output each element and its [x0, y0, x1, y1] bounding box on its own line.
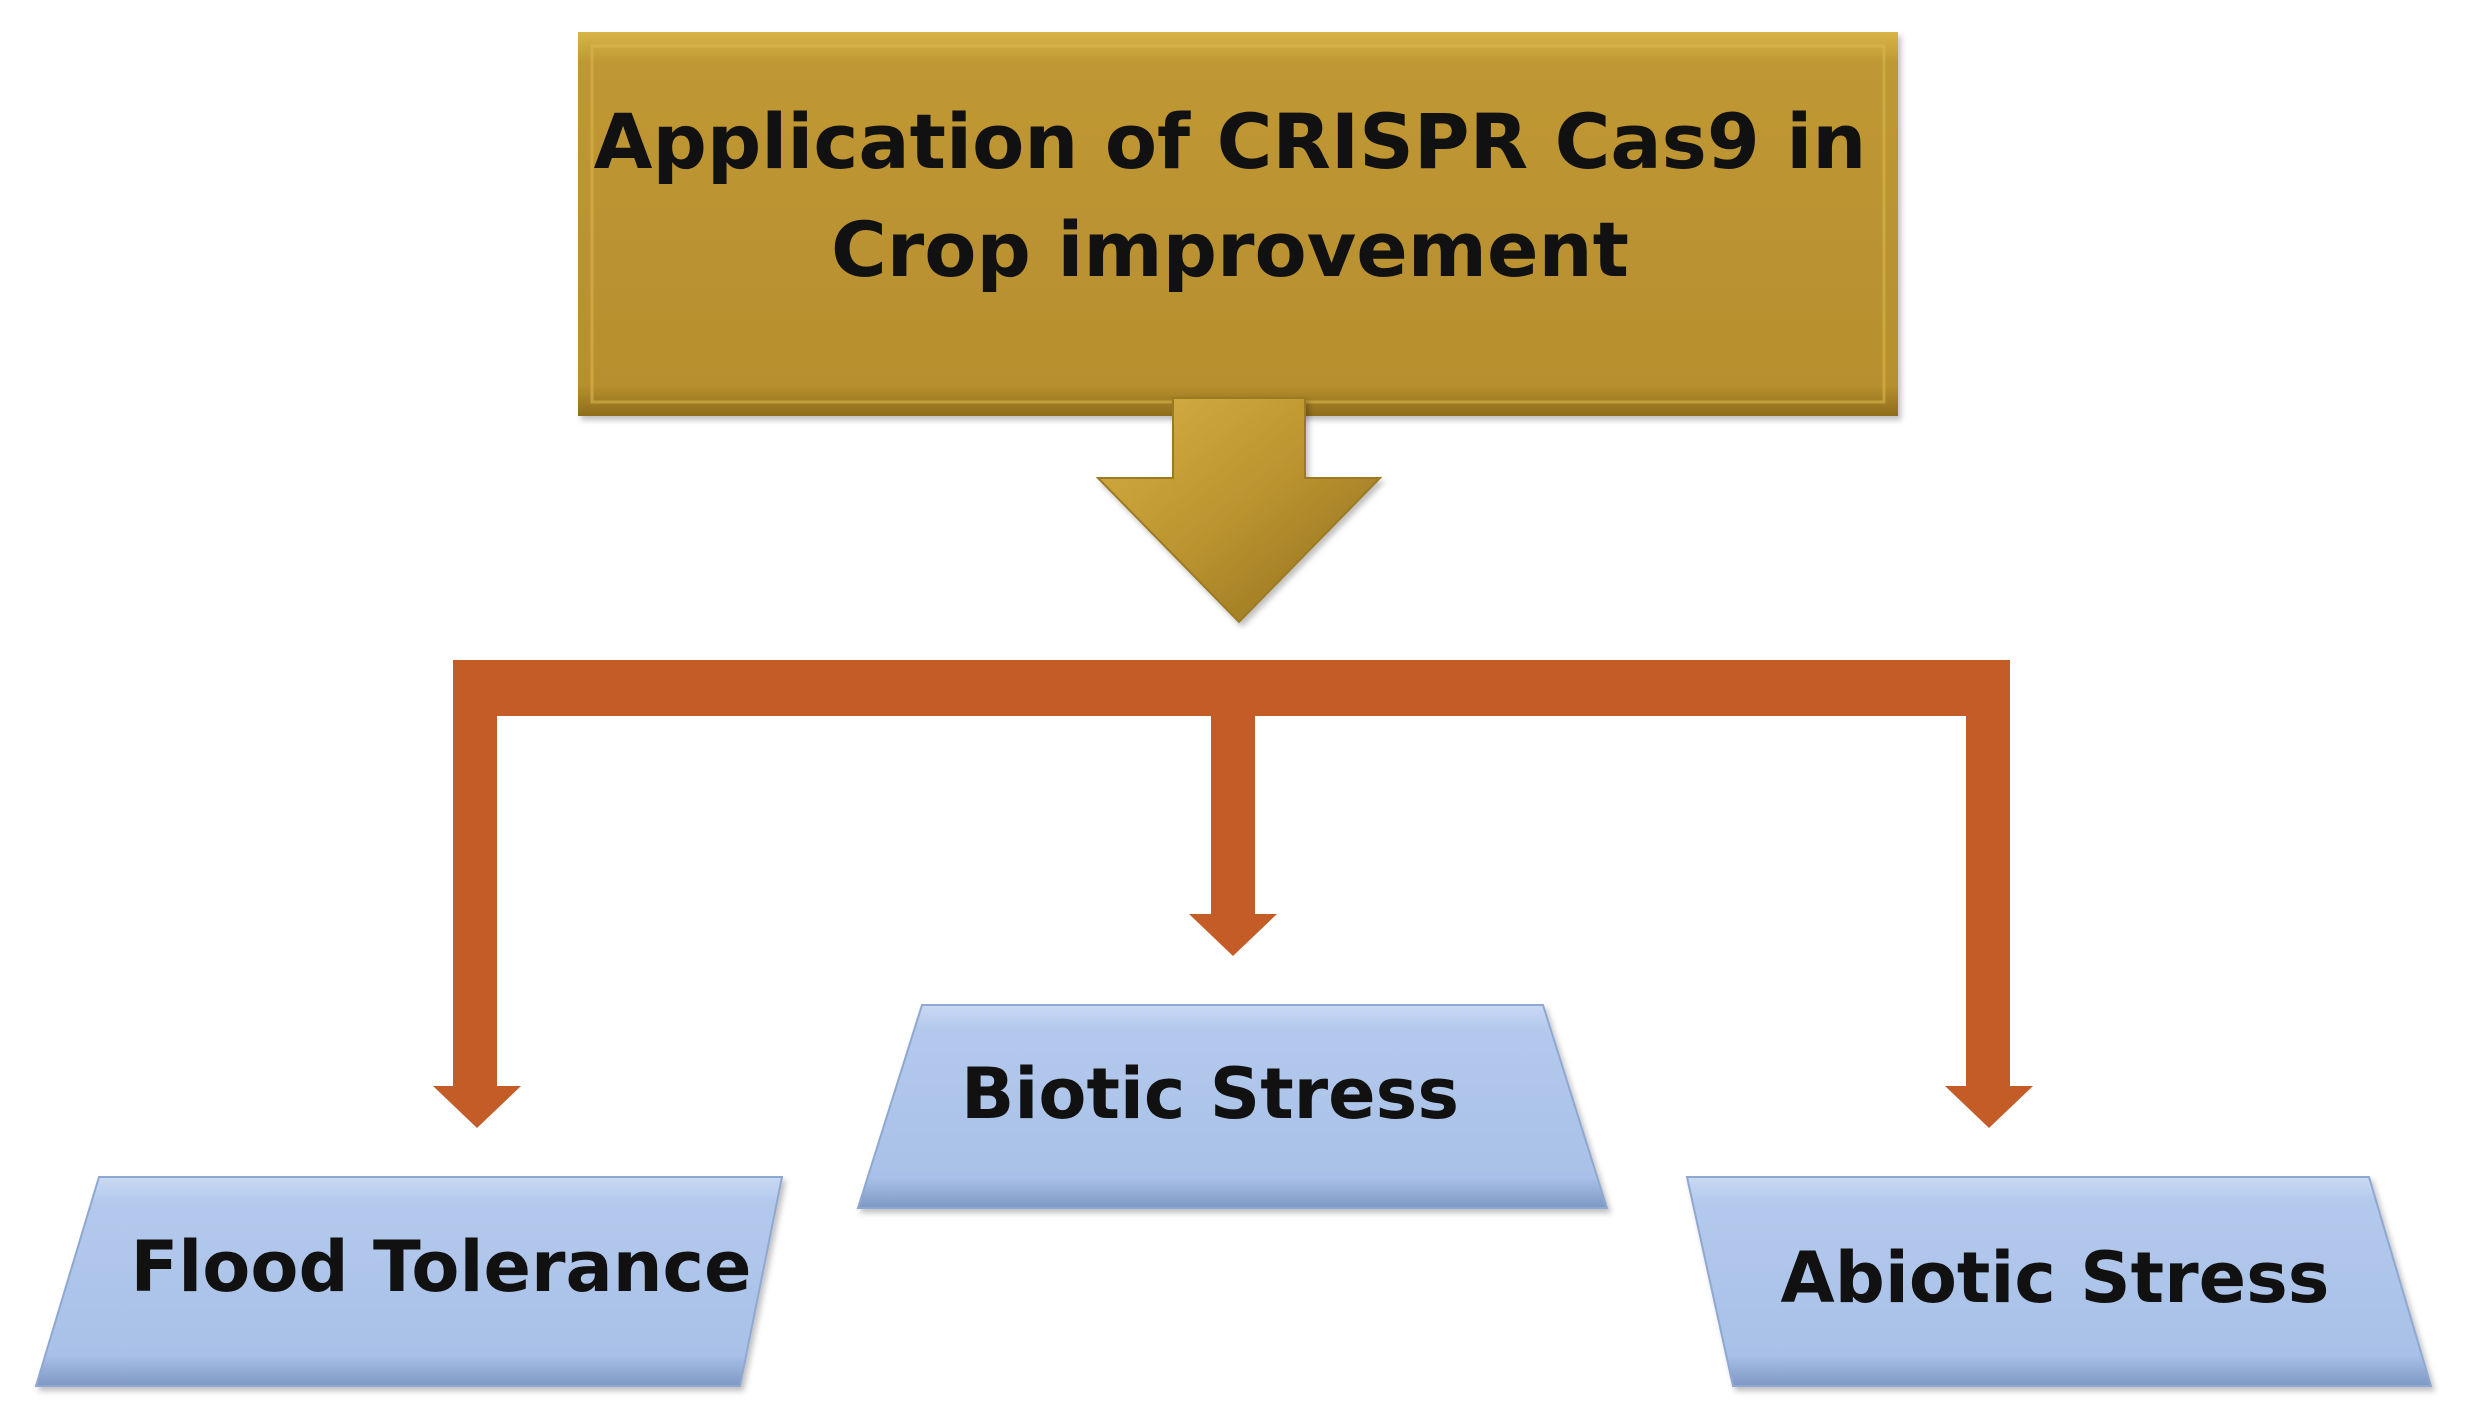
- connector-right-stem: [1966, 660, 2010, 1088]
- connector-center-stem: [1211, 700, 1255, 916]
- node-biotic-label: Biotic Stress: [961, 1053, 1459, 1135]
- title-box-fill: [578, 32, 1898, 416]
- node-biotic-shape: [856, 1004, 1609, 1209]
- node-abiotic-stress: Abiotic Stress: [1685, 1176, 2433, 1387]
- node-biotic-stress: Biotic Stress: [856, 1004, 1609, 1209]
- center-arrow-head-icon: [1189, 914, 1277, 956]
- left-arrow-head-icon: [433, 1086, 521, 1128]
- node-flood-tolerance: Flood Tolerance: [34, 1176, 784, 1387]
- title-box: [578, 32, 1898, 416]
- node-abiotic-label: Abiotic Stress: [1781, 1237, 2330, 1319]
- connector-bracket: [433, 660, 2033, 1128]
- down-arrow-icon: [1095, 397, 1383, 624]
- node-flood-shape: [34, 1176, 784, 1387]
- node-abiotic-shape: [1685, 1176, 2433, 1387]
- title-line-2: Crop improvement: [831, 205, 1629, 294]
- node-flood-label: Flood Tolerance: [130, 1226, 751, 1308]
- connector-left-stem: [453, 660, 497, 1088]
- right-arrow-head-icon: [1945, 1086, 2033, 1128]
- title-line-1: Application of CRISPR Cas9 in: [594, 97, 1867, 186]
